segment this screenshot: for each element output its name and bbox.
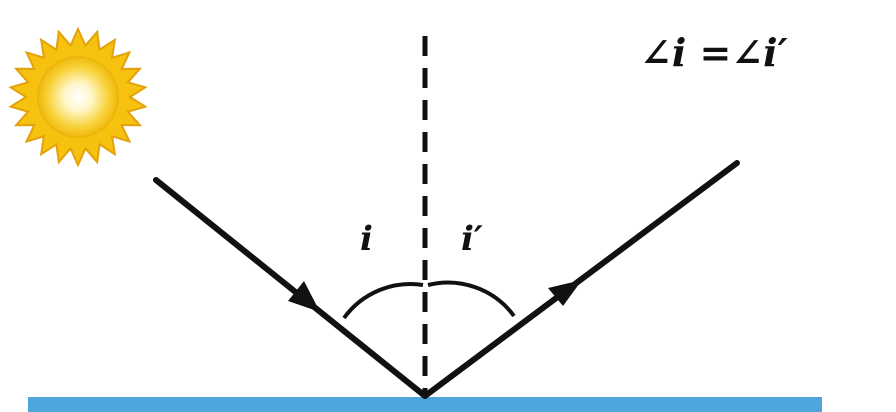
angle-equality-equation: ∠i =∠i′	[640, 30, 788, 75]
sun-icon	[8, 26, 148, 168]
reflection-angle-arc	[427, 280, 516, 318]
reflected-ray	[422, 160, 740, 399]
reflecting-surface	[28, 397, 822, 412]
incident-ray	[153, 177, 428, 399]
incidence-angle-arc	[342, 282, 424, 320]
reflected-arrowhead	[548, 280, 582, 306]
reflection-angle-label: i′	[461, 219, 483, 259]
incident-arrowhead	[288, 281, 320, 312]
incidence-angle-label: i	[360, 219, 373, 259]
sun-disc	[37, 56, 119, 138]
